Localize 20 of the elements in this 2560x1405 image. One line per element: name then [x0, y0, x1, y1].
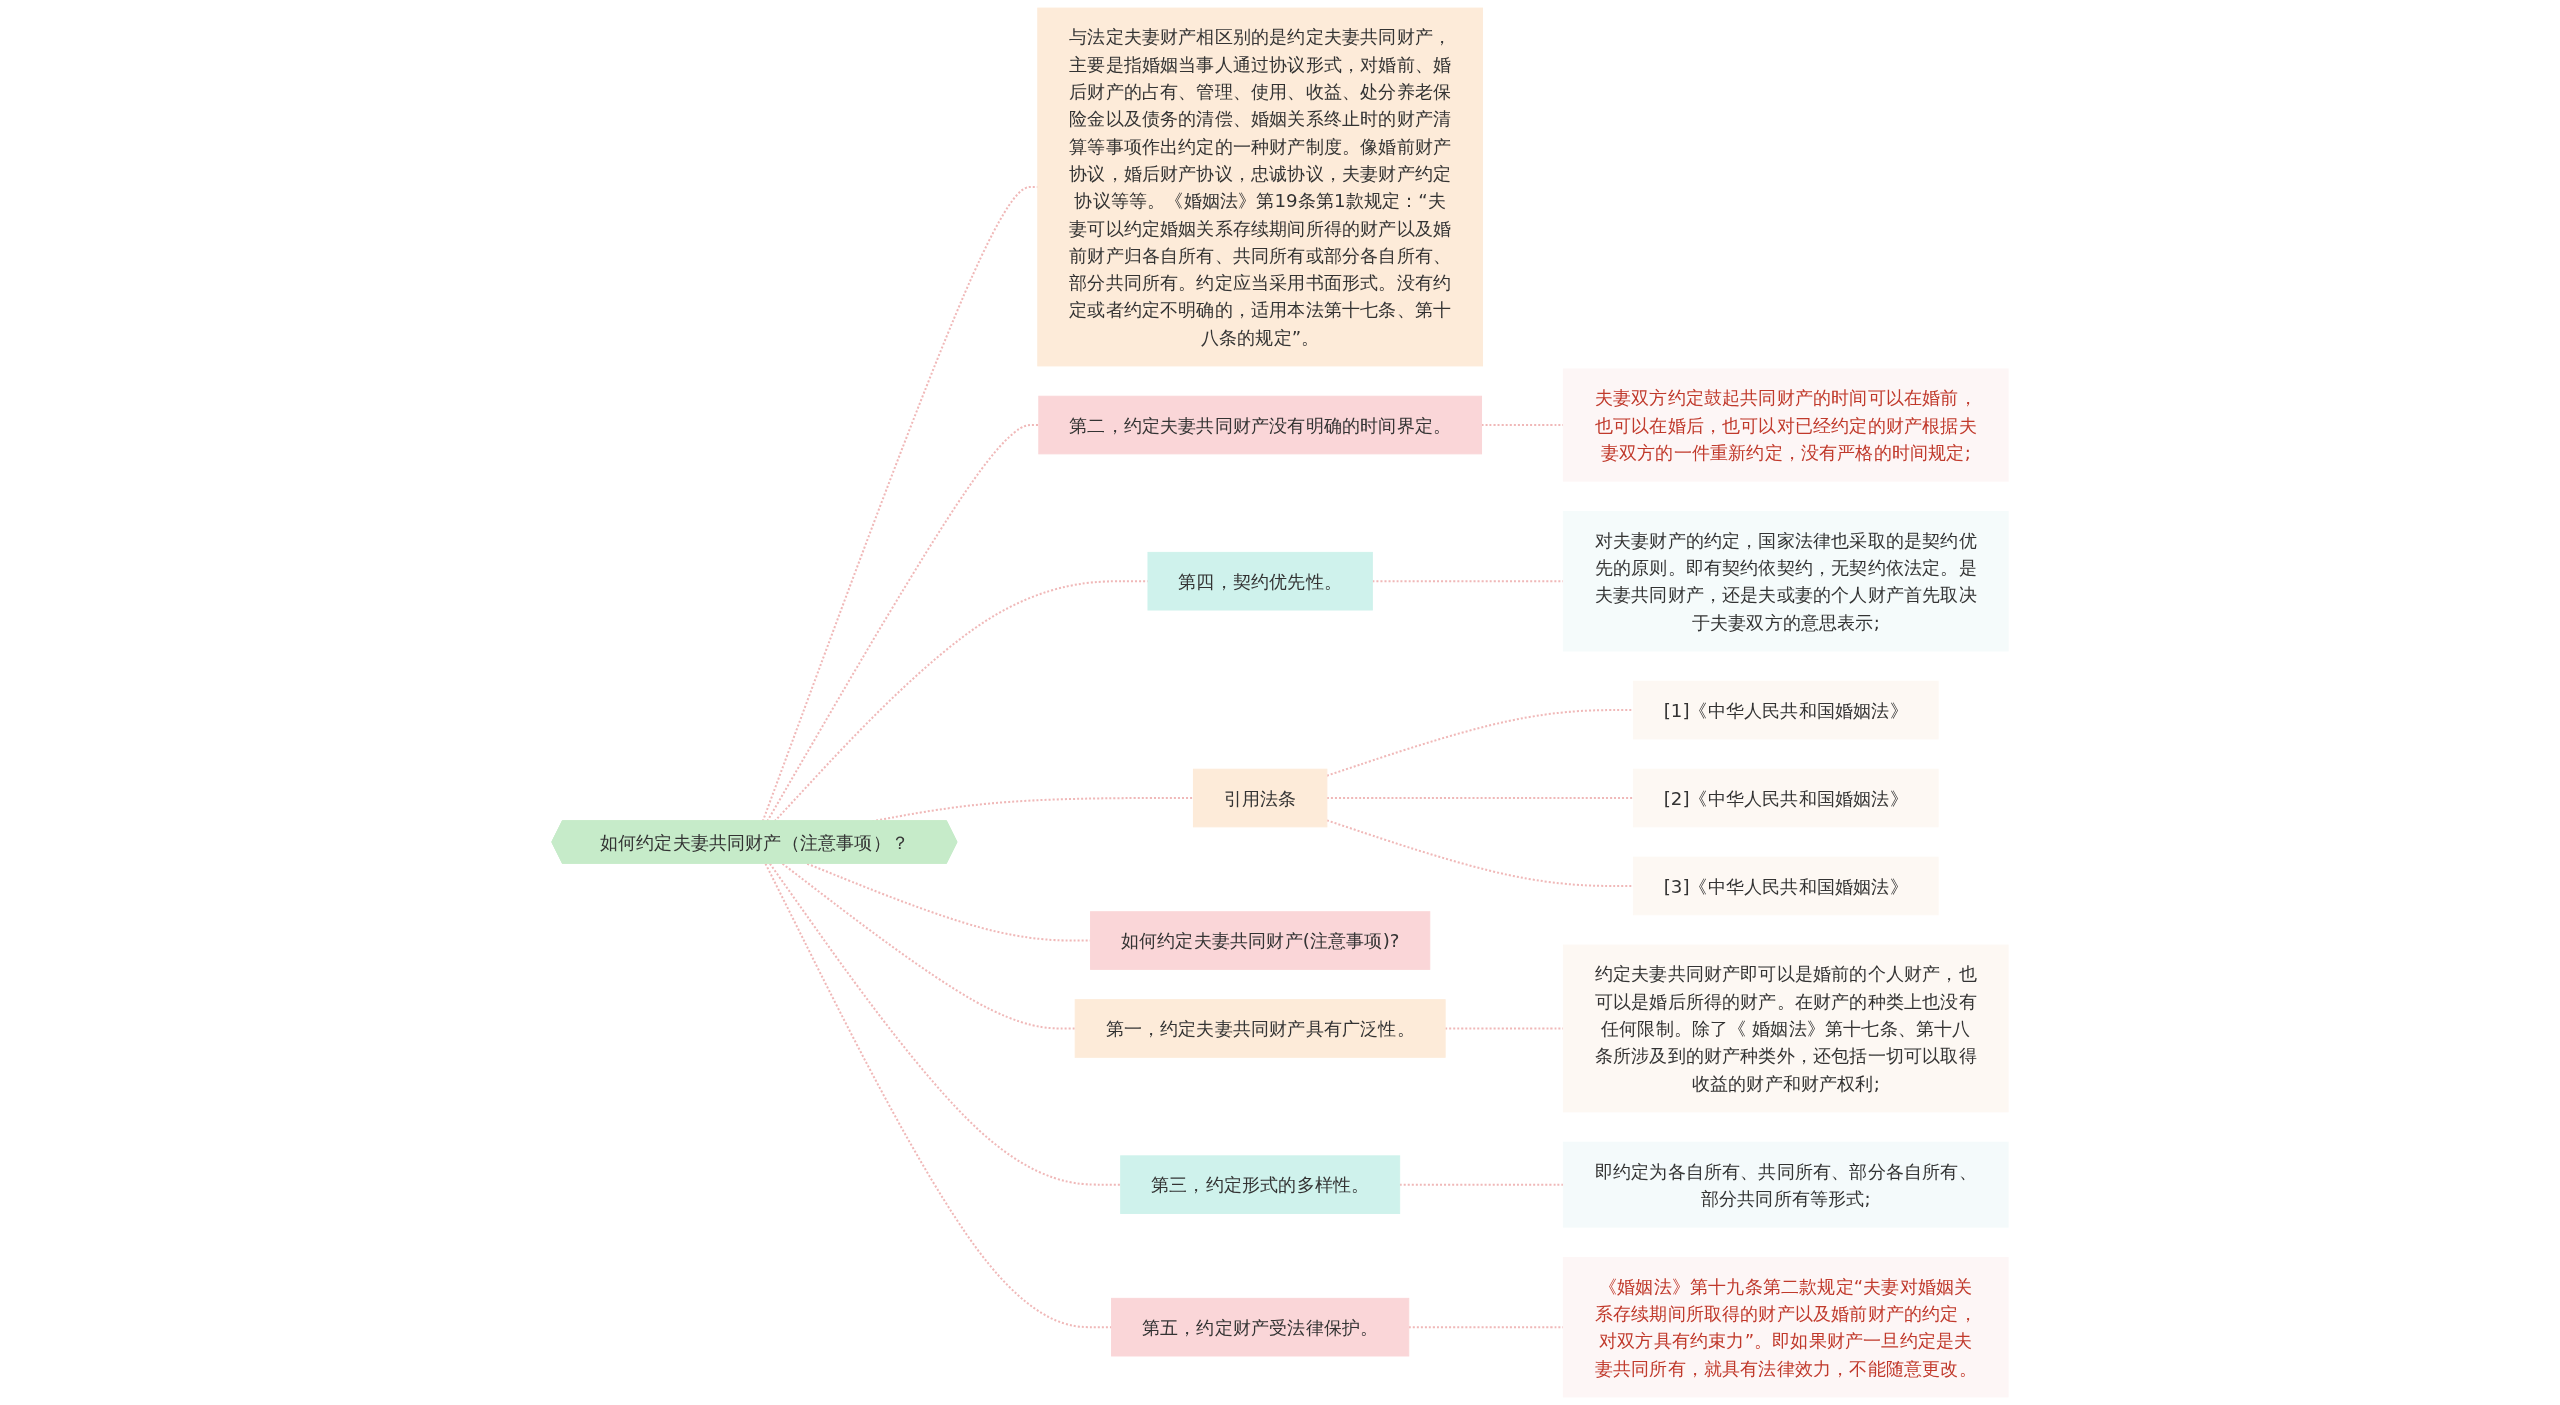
connector	[773, 580, 1148, 822]
connector	[769, 863, 1121, 1186]
node-box: 第三，约定形式的多样性。	[1120, 1155, 1401, 1214]
node-box: 第四，契约优先性。	[1147, 551, 1373, 611]
node-box: 如何约定夫妻共同财产(注意事项)?	[1090, 911, 1431, 970]
node-box: 即约定为各自所有、共同所有、部分各自所有、部分共同所有等形式;	[1562, 1141, 2009, 1228]
connector	[806, 862, 1091, 942]
node-box: [1]《中华人民共和国婚姻法》	[1632, 680, 1939, 740]
node-box: 第五，约定财产受法律保护。	[1111, 1297, 1410, 1357]
node-box: 对夫妻财产的约定，国家法律也采取的是契约优先的原则。即有契约依契约，无契约依法定。是夫妻共同财产，还是夫或妻的个人财产首先取决于夫妻双方的意思表示;	[1562, 510, 2009, 652]
connector	[781, 862, 1076, 1030]
node-box: 第二，约定夫妻共同财产没有明确的时间界定。	[1038, 395, 1483, 455]
node-box: [3]《中华人民共和国婚姻法》	[1632, 856, 1939, 916]
node-box: 约定夫妻共同财产即可以是婚前的个人财产，也可以是婚后所得的财产。在财产的种类上也没有任何限制。除了《 婚姻法》第十七条、第十八条所涉及到的财产种类外，还包括一切可以取得收益的财产和财产权利;	[1562, 944, 2009, 1113]
node-box: [2]《中华人民共和国婚姻法》	[1632, 768, 1939, 828]
node-box: 引用法条	[1192, 768, 1328, 828]
node-box: 《婚姻法》第十九条第二款规定“夫妻对婚姻关系存续期间所取得的财产以及婚前财产的约定，对双方具有约束力”。即如果财产一旦约定是夫妻共同所有，就具有法律效力，不能随意更改。	[1562, 1256, 2009, 1398]
node-box: 夫妻双方约定鼓起共同财产的时间可以在婚前，也可以在婚后，也可以对已经约定的财产根据夫妻双方的一件重新约定，没有严格的时间规定;	[1562, 368, 2009, 482]
node-box: 与法定夫妻财产相区别的是约定夫妻共同财产，主要是指婚姻当事人通过协议形式，对婚前、婚后财产的占有、管理、使用、收益、处分养老保险金以及债务的清偿、婚姻关系终止时的财产清算等事项作出约定的一种财产制度。像婚前财产协议，婚后财产协议，忠诚协议，夫妻财产约定协议等等。《婚姻法》第19条第1款规定：“夫妻可以约定婚姻关系存续期间所得的财产以及婚前财产归各自所有、共同所有或部分各自所有、部分共同所有。约定应当采用书面形式。没有约定或者约定不明确的，适用本法第十七条、第十八条的规定”。	[1037, 7, 1484, 367]
node-box: 第一，约定夫妻共同财产具有广泛性。	[1074, 999, 1446, 1058]
